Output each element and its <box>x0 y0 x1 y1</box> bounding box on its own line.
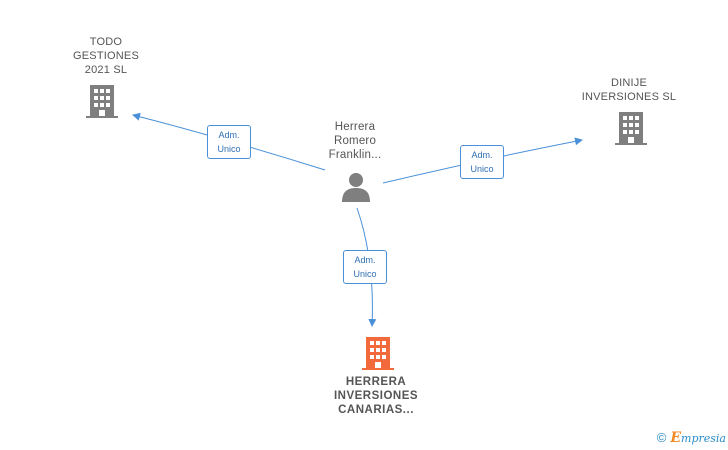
node-label-todo-gestiones[interactable]: TODO GESTIONES 2021 SL <box>73 36 139 76</box>
building-icon[interactable] <box>86 85 118 118</box>
edge-label-dinije: Adm. Unico <box>460 145 504 179</box>
copyright-symbol: © <box>656 430 667 445</box>
empresia-logo[interactable]: ©Empresia <box>657 430 726 446</box>
edge-label-todo: Adm. Unico <box>207 125 251 159</box>
person-icon[interactable] <box>342 173 370 202</box>
brand-initial: E <box>670 430 682 446</box>
node-label-dinije-inversiones[interactable]: DINIJE INVERSIONES SL <box>581 77 677 103</box>
node-label-person[interactable]: Herrera Romero Franklin... <box>328 121 382 161</box>
node-label-herrera-inversiones[interactable]: HERRERA INVERSIONES CANARIAS... <box>333 376 419 416</box>
building-icon[interactable] <box>362 337 394 370</box>
brand-name: mpresia <box>681 432 726 445</box>
building-icon[interactable] <box>615 112 647 145</box>
edge-label-herrera: Adm. Unico <box>343 250 387 284</box>
